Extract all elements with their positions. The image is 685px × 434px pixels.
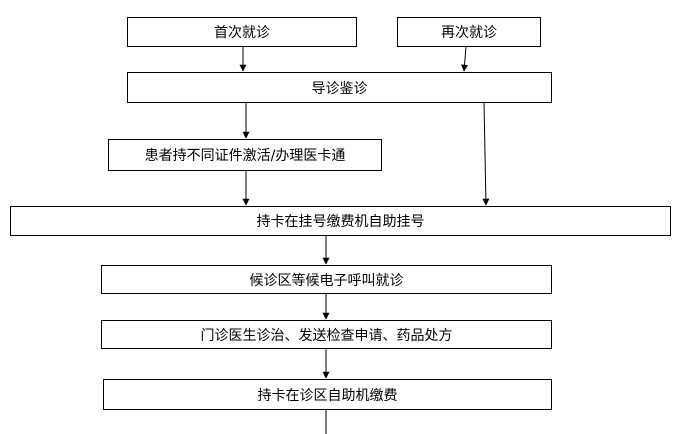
node-card-handling: 患者持不同证件激活/办理医卡通 bbox=[108, 139, 382, 171]
node-return-visit-label: 再次就诊 bbox=[441, 25, 497, 41]
node-self-registration: 持卡在挂号缴费机自助挂号 bbox=[10, 206, 671, 236]
node-triage-label: 导诊鉴诊 bbox=[311, 80, 368, 97]
node-self-payment-label: 持卡在诊区自助机缴费 bbox=[257, 387, 398, 404]
node-card-handling-label: 患者持不同证件激活/办理医卡通 bbox=[144, 148, 346, 164]
node-return-visit: 再次就诊 bbox=[397, 17, 541, 47]
node-self-registration-label: 持卡在挂号缴费机自助挂号 bbox=[256, 214, 425, 230]
node-first-visit-label: 首次就诊 bbox=[214, 25, 270, 41]
arrow-triage-to-self-registration bbox=[482, 102, 490, 206]
node-doctor-consult-label: 门诊医生诊治、发送检查申请、药品处方 bbox=[200, 327, 453, 344]
node-waiting-area-label: 候诊区等候电子呼叫就诊 bbox=[249, 272, 404, 289]
node-first-visit: 首次就诊 bbox=[127, 17, 357, 47]
node-triage: 导诊鉴诊 bbox=[127, 72, 552, 103]
arrow-return-visit-to-triage bbox=[461, 46, 469, 72]
node-doctor-consult: 门诊医生诊治、发送检查申请、药品处方 bbox=[101, 320, 552, 349]
node-self-payment: 持卡在诊区自助机缴费 bbox=[103, 379, 552, 410]
node-waiting-area: 候诊区等候电子呼叫就诊 bbox=[101, 265, 552, 294]
